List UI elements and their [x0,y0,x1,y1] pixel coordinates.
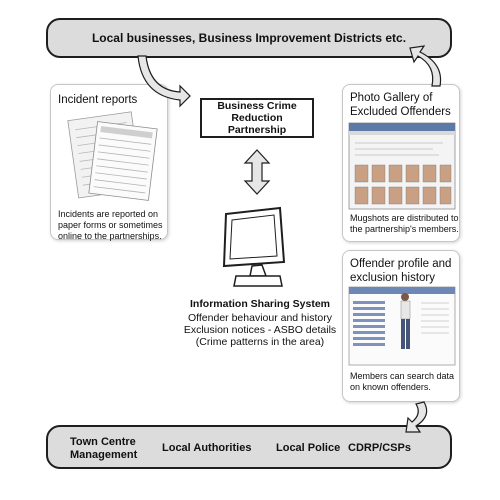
curved-arrow-icon [405,401,428,433]
iss-title: Information Sharing System [189,298,331,310]
local-police-label: Local Police [276,442,341,454]
double-arrow-icon [243,149,271,195]
incident-reports-title: Incident reports [58,94,138,106]
partnership-box: Business Crime Reduction Partnership [200,98,314,138]
bottom-bar: Town Centre Management Local Authorities… [46,425,452,469]
town-centre-label: Town Centre Management [70,436,138,461]
iss-line-1: Offender behaviour and history [188,312,332,324]
incident-reports-caption: Incidents are reported on paper forms or… [58,209,163,241]
photo-gallery-caption: Mugshots are distributed to the partners… [350,213,459,234]
top-bar: Local businesses, Business Improvement D… [46,18,452,58]
photo-gallery-card: Photo Gallery of Excluded Offenders Mugs… [342,84,460,242]
incident-reports-card: Incident reports Incidents are reported … [50,84,168,241]
cdrp-label: CDRP/CSPs [348,442,411,454]
photo-gallery-title: Photo Gallery of Excluded Offenders [350,92,451,118]
profile-screen-image [348,286,456,366]
mugshot-gallery-image [348,122,456,210]
iss-line-3: (Crime patterns in the area) [195,336,325,348]
partnership-label: Business Crime Reduction Partnership [217,100,297,136]
local-authorities-label: Local Authorities [162,442,252,454]
paper-forms-image [67,111,158,201]
curved-arrow-icon [137,55,191,108]
iss-line-2: Exclusion notices - ASBO details [183,324,337,336]
offender-profile-card: Offender profile and exclusion history M… [342,250,460,402]
curved-arrow-icon [409,45,442,87]
top-bar-label: Local businesses, Business Improvement D… [91,31,407,45]
offender-profile-title: Offender profile and exclusion history [350,258,452,284]
information-sharing-system: Information Sharing System Offender beha… [170,298,350,348]
monitor-icon [222,206,286,287]
offender-profile-caption: Members can search data on known offende… [350,371,455,392]
